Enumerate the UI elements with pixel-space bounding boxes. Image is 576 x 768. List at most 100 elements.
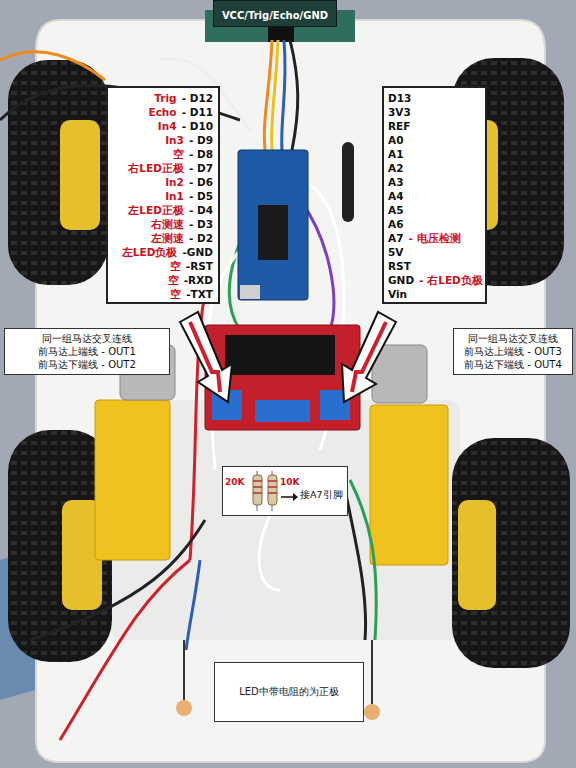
pin-name: -TXT bbox=[186, 288, 213, 300]
pin-name: - D11 bbox=[182, 106, 213, 118]
note-line: LED中带电阻的为正极 bbox=[239, 685, 339, 699]
pin-function: Trig bbox=[154, 92, 176, 104]
pin-name: - D4 bbox=[189, 204, 213, 216]
pin-row: 空 -RST bbox=[113, 258, 213, 272]
pin-row: D13 bbox=[388, 90, 481, 104]
gear-motor bbox=[370, 345, 448, 565]
encoder-disc bbox=[342, 142, 354, 222]
pin-note: 接A7引脚 bbox=[300, 489, 343, 502]
pin-name: - D9 bbox=[189, 134, 213, 146]
pointer-arrow bbox=[180, 312, 232, 402]
pin-row: A5 bbox=[388, 202, 481, 216]
pin-row: 右LED正极 - D7 bbox=[113, 160, 213, 174]
pin-name: 5V bbox=[388, 246, 403, 258]
pin-row: A0 bbox=[388, 132, 481, 146]
pin-function: In2 bbox=[165, 176, 184, 188]
pin-row: 左测速 - D2 bbox=[113, 230, 213, 244]
pin-row: A6 bbox=[388, 216, 481, 230]
pin-list-box: D133V3REFA0A1A2A3A4A5A6A7 - 电压检测5VRSTGND… bbox=[382, 86, 487, 304]
pin-row: Echo - D11 bbox=[113, 104, 213, 118]
note-box: LED中带电阻的为正极 bbox=[214, 662, 364, 722]
pin-name: A1 bbox=[388, 148, 403, 160]
note-box: 同一组马达交叉连线前马达上端线 - OUT1前马达下端线 - OUT2 bbox=[4, 328, 170, 375]
pin-function: In4 bbox=[158, 120, 177, 132]
pin-row: 右测速 - D3 bbox=[113, 216, 213, 230]
pin-function: 左LED正极 bbox=[128, 204, 184, 216]
led bbox=[176, 640, 192, 716]
pin-row: Trig - D12 bbox=[113, 90, 213, 104]
pin-function: In3 bbox=[165, 134, 184, 146]
resistor-value: 10K bbox=[280, 477, 300, 487]
pin-row: In3 - D9 bbox=[113, 132, 213, 146]
pin-function: 空 bbox=[173, 148, 184, 160]
pin-list-box: Trig - D12Echo - D11In4 - D10In3 - D9空 -… bbox=[106, 86, 220, 304]
pin-row: 空 -RXD bbox=[113, 272, 213, 286]
pin-row: In1 - D5 bbox=[113, 188, 213, 202]
gear-motor bbox=[95, 345, 175, 560]
note-line: 前马达下端线 - OUT2 bbox=[9, 358, 165, 371]
pin-name: D13 bbox=[388, 92, 411, 104]
pin-name: REF bbox=[388, 120, 410, 132]
arduino-nano bbox=[238, 150, 308, 300]
pin-name: - D2 bbox=[189, 232, 213, 244]
resistor-value: 20K bbox=[225, 477, 245, 487]
pin-name: - D3 bbox=[189, 218, 213, 230]
pin-function: 右LED正极 bbox=[128, 162, 184, 174]
note-line: 前马达上端线 - OUT1 bbox=[9, 345, 165, 358]
pin-name: A3 bbox=[388, 176, 403, 188]
pin-function: 左LED负极 bbox=[122, 246, 178, 258]
pin-name: - D8 bbox=[189, 148, 213, 160]
pin-row: Vin bbox=[388, 286, 481, 300]
pin-row: A3 bbox=[388, 174, 481, 188]
resistor-box: 20K 10K接A7引脚 bbox=[222, 466, 348, 516]
pin-function: 右测速 bbox=[151, 218, 184, 230]
pin-name: RST bbox=[388, 260, 411, 272]
pin-name: Vin bbox=[388, 288, 407, 300]
pin-name: A2 bbox=[388, 162, 403, 174]
pin-row: A4 bbox=[388, 188, 481, 202]
pin-row: In2 - D6 bbox=[113, 174, 213, 188]
header-label: VCC/Trig/Echo/GND bbox=[213, 0, 337, 27]
led bbox=[364, 640, 380, 720]
pin-name: - D5 bbox=[189, 190, 213, 202]
pin-name: - D12 bbox=[182, 92, 213, 104]
pin-row: 空 - D8 bbox=[113, 146, 213, 160]
pin-row: REF bbox=[388, 118, 481, 132]
pin-name: -RXD bbox=[184, 274, 213, 286]
note-line: 前马达下端线 - OUT4 bbox=[458, 358, 568, 371]
note-box: 同一组马达交叉连线前马达上端线 - OUT3前马达下端线 - OUT4 bbox=[453, 328, 573, 375]
note-line: 前马达上端线 - OUT3 bbox=[458, 345, 568, 358]
pin-name: GND bbox=[388, 274, 414, 286]
pin-name: 3V3 bbox=[388, 106, 411, 118]
pin-name: -GND bbox=[183, 246, 213, 258]
wheel bbox=[452, 438, 570, 668]
pin-function: 空 bbox=[170, 288, 181, 300]
pin-function: - 右LED负极 bbox=[419, 274, 483, 286]
pin-name: - D7 bbox=[189, 162, 213, 174]
pin-row: In4 - D10 bbox=[113, 118, 213, 132]
pin-row: A1 bbox=[388, 146, 481, 160]
pointer-arrow bbox=[342, 312, 396, 402]
pin-name: -RST bbox=[186, 260, 213, 272]
pin-name: A0 bbox=[388, 134, 403, 146]
pin-name: A6 bbox=[388, 218, 403, 230]
pin-name: - D6 bbox=[189, 176, 213, 188]
pin-row: 空 -TXT bbox=[113, 286, 213, 300]
pin-row: 3V3 bbox=[388, 104, 481, 118]
pin-name: A5 bbox=[388, 204, 403, 216]
pin-name: A7 bbox=[388, 232, 403, 244]
wheel bbox=[8, 60, 108, 285]
pin-function: 左测速 bbox=[151, 232, 184, 244]
pin-function: - 电压检测 bbox=[409, 232, 461, 244]
pin-function: 空 bbox=[170, 260, 181, 272]
pin-row: A2 bbox=[388, 160, 481, 174]
pin-row: 5V bbox=[388, 244, 481, 258]
pin-function: 空 bbox=[168, 274, 179, 286]
pin-function: Echo bbox=[148, 106, 176, 118]
pin-row: 左LED负极 -GND bbox=[113, 244, 213, 258]
pin-row: GND - 右LED负极 bbox=[388, 272, 481, 286]
note-line: 同一组马达交叉连线 bbox=[458, 332, 568, 345]
wires bbox=[0, 40, 376, 740]
